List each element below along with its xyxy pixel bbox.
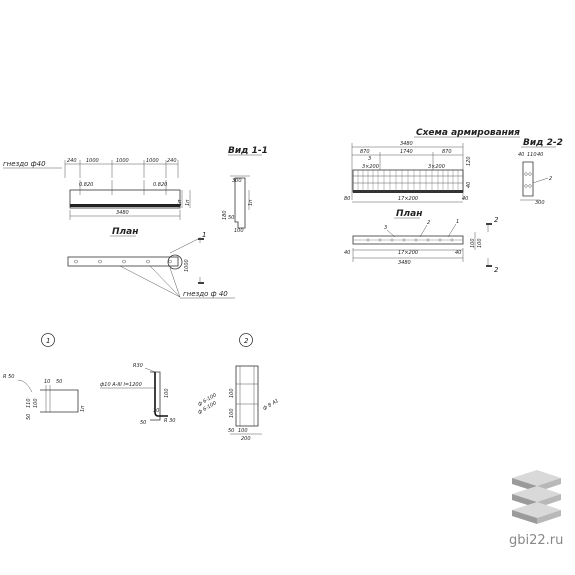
elevation-view: гнездо ф40 240 1000 1000 1000 240 0.820 … bbox=[3, 158, 191, 220]
rp-spacing: 17×200 bbox=[398, 250, 418, 256]
rp-callout-2: 2 bbox=[427, 220, 430, 226]
d1-r50: R 50 bbox=[3, 374, 14, 380]
section-1-1-profile bbox=[234, 177, 246, 229]
detail-anchor: R30 ф10 А-III l=1200 100 50 R 30 10 bbox=[100, 363, 175, 426]
d2-100b: 100 bbox=[229, 408, 235, 418]
s22-callout-2: 2 bbox=[549, 176, 552, 182]
site-watermark: gbi22.ru bbox=[509, 533, 564, 548]
d1-110: 110 bbox=[26, 398, 32, 408]
section-1-1-title: Вид 1-1 bbox=[228, 146, 268, 156]
d2-200: 200 bbox=[241, 436, 251, 442]
reinf-total: 3480 bbox=[400, 141, 413, 147]
detail-1-edge bbox=[40, 389, 79, 413]
detail-1-number: 1 bbox=[46, 337, 50, 345]
total-length: 3480 bbox=[116, 210, 129, 216]
rp-callout-1: 1 bbox=[456, 219, 459, 225]
mark-right: 0.820 bbox=[153, 182, 167, 188]
height-mark-b: 1п bbox=[185, 199, 191, 206]
reinf-edge-1: 80 bbox=[344, 196, 350, 202]
d1-100: 100 bbox=[33, 398, 39, 408]
dim-240-right: 240 bbox=[167, 158, 177, 164]
reinf-dim-870-a: 870 bbox=[360, 149, 370, 155]
detail-1-marker bbox=[41, 333, 55, 347]
reinf-bottom-spacing: 17×200 bbox=[398, 196, 418, 202]
dim-1000-a: 1000 bbox=[86, 158, 99, 164]
reinf-side-1: 40 bbox=[466, 182, 472, 188]
dim-180: 180 bbox=[222, 210, 228, 220]
dm-100: 100 bbox=[164, 388, 170, 398]
mark-left: 0.820 bbox=[79, 182, 93, 188]
reinf-edge-2: 40 bbox=[462, 196, 468, 202]
d2-rebar-c: ф 8 А1 bbox=[262, 398, 280, 412]
reinforcement-scheme: Схема армирования 3480 870 1740 870 3 3×… bbox=[344, 128, 520, 203]
d2-100a: 100 bbox=[229, 388, 235, 398]
s22-dim-300: 300 bbox=[535, 200, 545, 206]
reinf-dim-870-b: 870 bbox=[442, 149, 452, 155]
rp-side-a: 40 bbox=[344, 250, 350, 256]
section-2-2-profile bbox=[522, 161, 534, 197]
dim-50: 50 bbox=[228, 215, 234, 221]
reinf-callout-3: 3 bbox=[368, 156, 371, 162]
reinf-dim-1740: 1740 bbox=[400, 149, 413, 155]
dim-300: 300 bbox=[232, 178, 242, 184]
section-2-2-view: Вид 2-2 40 110 40 2 300 bbox=[518, 138, 563, 206]
detail-2-marker bbox=[239, 333, 253, 347]
rp-total: 3480 bbox=[398, 260, 411, 266]
plan-socket-note: гнездо ф 40 bbox=[183, 290, 228, 298]
dim-1000-b: 1000 bbox=[116, 158, 129, 164]
dim-100: 100 bbox=[234, 228, 244, 234]
dim-1p: 1п bbox=[248, 199, 254, 206]
rp-section-2-top: 2 bbox=[494, 216, 499, 224]
s22-dim-110: 110 bbox=[527, 152, 537, 158]
d1-1p: 1п bbox=[80, 405, 86, 412]
dim-240-left: 240 bbox=[67, 158, 77, 164]
d1-50b: 50 bbox=[26, 414, 32, 420]
d2-50: 50 bbox=[228, 428, 234, 434]
height-mark-a: 1п bbox=[177, 199, 183, 206]
s22-dim-40a: 40 bbox=[518, 152, 524, 158]
dm-r30b: R 30 bbox=[164, 418, 175, 424]
socket-note: гнездо ф40 bbox=[3, 160, 46, 168]
d1-50: 50 bbox=[56, 379, 62, 385]
reinf-spacing-a: 3×200 bbox=[362, 164, 379, 170]
reinforcement-title: Схема армирования bbox=[416, 128, 520, 138]
section-mark-1: 1 bbox=[202, 231, 206, 239]
detail-2: 2 ф 6-100 ф 6-100 ф 8 А1 100 100 100 50 … bbox=[197, 333, 280, 442]
dim-1000-c: 1000 bbox=[146, 158, 159, 164]
dm-r30: R30 bbox=[133, 363, 143, 369]
rp-height-a: 100 bbox=[470, 238, 476, 248]
rp-side-b: 40 bbox=[455, 250, 461, 256]
reinf-plan-title: План bbox=[396, 209, 422, 219]
plan-body bbox=[67, 256, 179, 267]
reinf-side-2: 120 bbox=[466, 156, 472, 166]
rp-callout-3: 3 bbox=[384, 225, 387, 231]
rp-height-b: 100 bbox=[477, 238, 483, 248]
stacked-slabs-logo bbox=[512, 470, 561, 524]
reinf-spacing-b: 3×200 bbox=[428, 164, 445, 170]
plan-title: План bbox=[112, 227, 138, 237]
detail-2-number: 2 bbox=[244, 337, 249, 345]
dm-rebar: ф10 А-III l=1200 bbox=[100, 382, 142, 388]
reinforcement-plan: План 3 2 1 17×200 40 40 3480 100 100 2 2 bbox=[344, 209, 499, 274]
section-1-1-view: Вид 1-1 300 180 50 100 1п bbox=[222, 146, 268, 234]
beam-base bbox=[70, 204, 180, 207]
rp-section-2-bottom: 2 bbox=[494, 266, 499, 274]
plan-view: План 1 1000 гнездо ф 40 bbox=[67, 227, 235, 299]
section-2-2-title: Вид 2-2 bbox=[523, 138, 563, 148]
d1-10: 10 bbox=[44, 379, 50, 385]
detail-circle bbox=[167, 254, 183, 270]
d2-100c: 100 bbox=[238, 428, 248, 434]
detail-2-section bbox=[235, 365, 259, 427]
detail-1: 1 R 50 10 50 110 100 50 1п bbox=[3, 333, 86, 420]
beam-body bbox=[69, 189, 181, 209]
dm-50: 50 bbox=[140, 420, 146, 426]
reinforcement-bars bbox=[357, 170, 459, 192]
plan-dim-1000: 1000 bbox=[184, 259, 190, 272]
dm-10: 10 bbox=[153, 408, 159, 414]
s22-dim-40b: 40 bbox=[537, 152, 543, 158]
